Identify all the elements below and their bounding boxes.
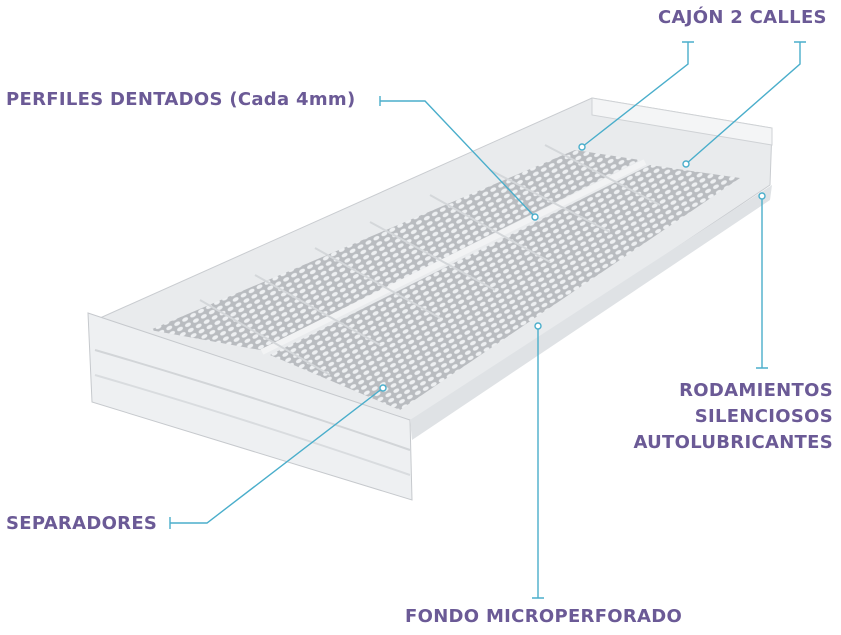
leader-lines	[169, 41, 806, 599]
label-fondo-microperforado: FONDO MICROPERFORADO	[405, 606, 683, 627]
label-line: RODAMIENTOS	[679, 380, 833, 401]
label-separadores: SEPARADORES	[6, 513, 158, 534]
label-perfiles-dentados: PERFILES DENTADOS (Cada 4mm)	[6, 89, 356, 110]
label-line: SILENCIOSOS	[694, 406, 833, 427]
lane-divider	[260, 159, 647, 355]
label-cajon-2-calles: CAJÓN 2 CALLES	[658, 7, 827, 28]
label-line: AUTOLUBRICANTES	[633, 432, 833, 453]
mesh-floor-lane-2	[270, 165, 740, 410]
leader-dots	[379, 143, 766, 392]
mesh-floor-lane-1	[150, 150, 640, 350]
tray-back-wall	[591, 97, 773, 146]
separators	[199, 144, 661, 376]
front-panel	[87, 312, 413, 501]
label-rodamientos: RODAMIENTOS SILENCIOSOS AUTOLUBRICANTES	[633, 378, 833, 456]
